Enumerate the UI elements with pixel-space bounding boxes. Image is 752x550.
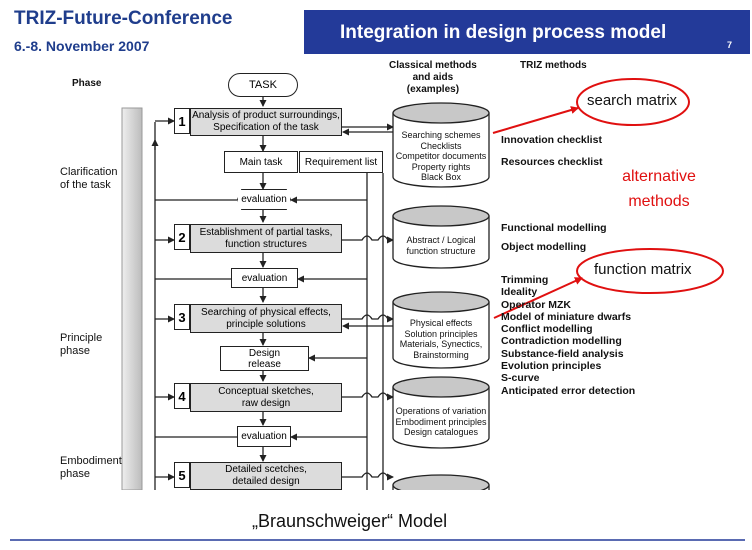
main-task-box: Main task	[224, 151, 298, 173]
phase-bar	[121, 107, 143, 491]
triz-methods-header: TRIZ methods	[520, 60, 587, 71]
step-3-number: 3	[174, 304, 190, 330]
cylinder-3-text: Physical effects Solution principles Mat…	[399, 318, 483, 360]
slide-number: 7	[727, 40, 733, 50]
phase-embodiment: Embodiment phase	[60, 455, 122, 480]
cylinder-4	[392, 376, 490, 449]
step-5-box: Detailed scetches, detailed design	[190, 462, 342, 490]
step-2-box: Establishment of partial tasks, function…	[190, 224, 342, 253]
triz-item: Model of miniature dwarfs	[501, 310, 632, 323]
requirement-list-box: Requirement list	[299, 151, 383, 173]
conference-date: 6.-8. November 2007	[14, 38, 150, 54]
triz-item: S-curve	[501, 372, 540, 385]
cylinder-3	[392, 291, 490, 369]
step-4-number: 4	[174, 383, 190, 409]
search-matrix-oval	[576, 78, 690, 126]
step-5-number: 5	[174, 462, 190, 488]
step-2-number: 2	[174, 224, 190, 250]
phase-column-header: Phase	[72, 78, 102, 89]
triz-item: Object modelling	[501, 241, 587, 254]
cylinder-2-text: Abstract / Logical function structure	[406, 235, 476, 256]
alternative-methods-label: alternative methods	[622, 168, 696, 210]
cylinder-1	[392, 102, 490, 188]
step-3-box: Searching of physical effects, principle…	[190, 304, 342, 333]
phase-principle: Principle phase	[60, 332, 103, 357]
triz-item: Evolution principles	[501, 360, 602, 373]
triz-item: Resources checklist	[501, 156, 603, 169]
phase-clarification: Clarification of the task	[60, 166, 118, 191]
data-cylinders	[392, 102, 490, 496]
task-node: TASK	[228, 73, 298, 97]
classical-methods-header: Classical methods and aids (examples)	[389, 60, 477, 95]
function-matrix-oval	[576, 248, 724, 294]
model-caption: „Braunschweiger“ Model	[252, 511, 448, 531]
triz-item: Innovation checklist	[501, 134, 602, 146]
cylinder-2	[392, 205, 490, 269]
triz-item: Trimming	[501, 274, 549, 286]
step-1-box: Analysis of product surroundings, Specif…	[190, 108, 342, 136]
evaluation-2: evaluation	[231, 268, 298, 288]
slide-title: Integration in design process model	[340, 22, 667, 43]
triz-list-3: Trimming Ideality Operator MZK Model of …	[501, 274, 635, 397]
cylinder-4-text: Operations of variation Embodiment princ…	[395, 406, 487, 437]
title-banner	[304, 10, 750, 54]
triz-item: Contradiction modelling	[501, 335, 622, 348]
triz-item: Operator MZK	[501, 298, 572, 311]
search-matrix-label: search matrix	[587, 92, 678, 109]
function-matrix-label: function matrix	[594, 261, 692, 278]
triz-item: Functional modelling	[501, 222, 607, 234]
triz-list-1: Innovation checklist Resources checklist	[501, 134, 603, 169]
triz-item: Conflict modelling	[501, 323, 593, 336]
triz-list-2: Functional modelling Object modelling	[501, 222, 607, 254]
evaluation-3: evaluation	[237, 426, 291, 447]
evaluation-1: evaluation	[237, 189, 291, 210]
step-4-box: Conceptual sketches, raw design	[190, 383, 342, 412]
design-release: Design release	[220, 346, 309, 371]
step-1-number: 1	[174, 108, 190, 134]
triz-item: Ideality	[501, 286, 538, 299]
triz-item: Anticipated error detection	[501, 384, 636, 397]
conference-title: TRIZ-Future-Conference	[14, 8, 233, 29]
triz-item: Substance-field analysis	[501, 347, 624, 360]
cylinder-1-text: Searching schemes Checklists Competitor …	[395, 130, 487, 182]
